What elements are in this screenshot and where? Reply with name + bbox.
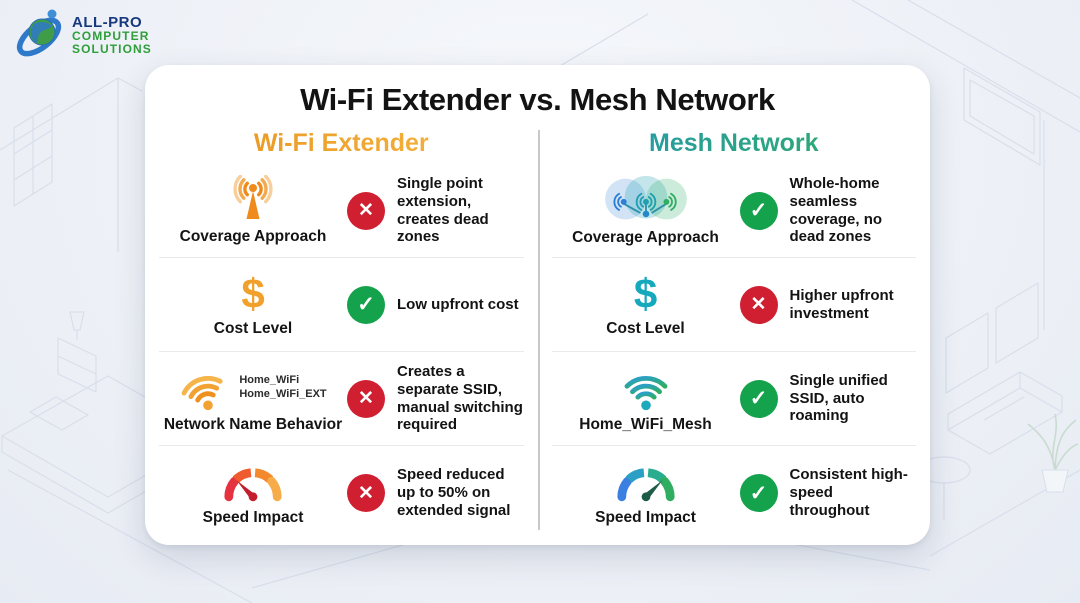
row-extender-speed: Speed Impact Speed reduced up to 50% on …	[159, 446, 524, 540]
column-mesh-network: Mesh Network	[538, 126, 931, 544]
check-circle-icon	[739, 474, 778, 512]
check-circle-icon	[739, 191, 778, 230]
check-circle-icon	[347, 285, 385, 324]
column-divider	[537, 130, 540, 530]
row-label: Cost Level	[606, 320, 685, 337]
logo-text-computer: COMPUTER	[72, 29, 150, 44]
antenna-icon	[233, 175, 273, 219]
row-extender-cost: $ Cost Level Low upfront cost	[159, 258, 524, 352]
row-result-text: Single point extension, creates dead zon…	[397, 175, 489, 246]
logo-text-allpro: ALL-PRO	[72, 13, 143, 31]
gauge-green-icon	[616, 468, 675, 502]
row-label: Network Name Behavior	[163, 416, 343, 433]
row-extender-coverage: Coverage Approach Single point extension…	[159, 164, 524, 258]
row-result-text: Low upfront cost	[397, 295, 519, 313]
gauge-red-icon	[224, 468, 282, 502]
row-label: Speed Impact	[595, 509, 696, 526]
row-extender-network-name: Home_WiFi Home_WiFi_EXT Network Name Beh…	[159, 352, 524, 446]
column-heading-extender: Wi-Fi Extender	[157, 126, 526, 164]
row-mesh-ssid: Home_WiFi_Mesh Single unified SSID, auto…	[551, 352, 916, 446]
column-wifi-extender: Wi-Fi Extender Coverage Approach	[145, 126, 538, 544]
row-mesh-cost: $ Cost Level Higher upfront investment	[551, 258, 916, 352]
column-heading-mesh: Mesh Network	[550, 126, 919, 164]
columns-container: Wi-Fi Extender Coverage Approach	[145, 126, 930, 544]
row-result-text: Higher upfront investment	[789, 286, 894, 322]
logo-text-solutions: SOLUTIONS	[72, 41, 152, 56]
row-mesh-speed: Speed Impact Consistent high-speed throu…	[552, 446, 917, 540]
row-label: Cost Level	[213, 320, 293, 337]
row-result-text: Consistent high-speed throughout	[789, 466, 908, 519]
dollar-icon: $	[633, 270, 658, 317]
globe-swoosh-icon	[16, 9, 62, 57]
mesh-nodes-icon	[604, 175, 687, 220]
dollar-icon: $	[241, 270, 265, 317]
check-circle-icon	[739, 379, 778, 418]
x-circle-icon	[347, 379, 385, 418]
row-mesh-coverage: Coverage Approach Whole-home seamless co…	[551, 164, 916, 258]
row-result-text: Creates a separate SSID, manual switchin…	[397, 363, 523, 434]
row-label: Home_WiFi_Mesh	[579, 416, 712, 433]
row-label: Coverage Approach	[179, 228, 327, 245]
wifi-mesh-icon	[624, 375, 667, 411]
ssid-label-extension: Home_WiFi_EXT	[239, 388, 327, 400]
row-label: Speed Impact	[202, 509, 304, 526]
x-circle-icon	[739, 285, 778, 324]
row-result-text: Speed reduced up to 50% on extended sign…	[397, 466, 511, 519]
page-title: Wi-Fi Extender vs. Mesh Network	[300, 82, 775, 117]
row-label: Coverage Approach	[572, 229, 719, 246]
x-circle-icon	[347, 191, 385, 230]
company-logo: ALL-PRO COMPUTER SOLUTIONS	[12, 6, 152, 64]
plant-decoration	[1027, 413, 1079, 493]
x-circle-icon	[347, 474, 385, 512]
wifi-dual-ssid-icon	[181, 375, 223, 411]
comparison-card: Wi-Fi Extender vs. Mesh Network Wi-Fi Ex…	[145, 65, 930, 545]
row-result-text: Whole-home seamless coverage, no dead zo…	[789, 175, 883, 246]
ssid-label-primary: Home_WiFi	[239, 374, 300, 387]
row-result-text: Single unified SSID, auto roaming	[789, 371, 888, 425]
